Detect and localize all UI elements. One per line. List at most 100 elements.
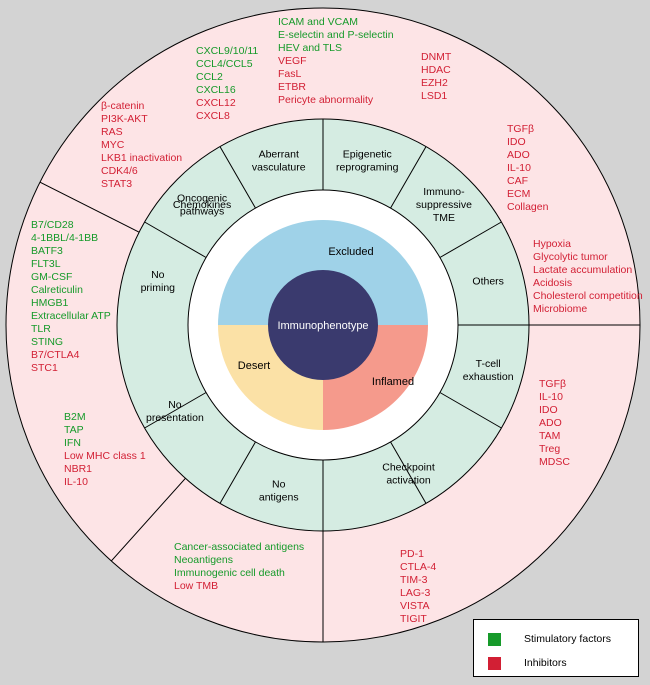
legend: Stimulatory factors Inhibitors [473,619,639,677]
factor-item: IL-10 [539,391,563,403]
segment-label-nopresentation: presentation [146,412,204,424]
label-desert: Desert [238,360,270,372]
segment-divider [439,221,502,258]
segment-label-chemokines: Chemokines [173,199,231,211]
factor-item: TGFβ [507,123,535,135]
label-inflamed: Inflamed [372,376,414,388]
factor-item: ADO [539,417,562,429]
factor-item: CXCL8 [196,110,230,122]
factor-item: CAF [507,175,528,187]
segment-label-checkpoint: activation [386,475,431,487]
segment-label-vasculature: Aberrant [259,148,299,160]
legend-label-inhibitors: Inhibitors [524,657,567,669]
factor-item: MYC [101,139,125,151]
factor-item: Glycolytic tumor [533,251,608,263]
factor-item: PD-1 [400,548,424,560]
segment-divider [219,146,256,209]
factor-item: Collagen [507,201,549,213]
segment-label-exhaustion: exhaustion [463,371,514,383]
segment-label-epigenetic: reprograming [336,161,399,173]
factor-item: CXCL9/10/11 [196,45,259,57]
factor-item: PI3K-AKT [101,113,148,125]
segment-divider [390,441,427,504]
center-circle [268,270,378,380]
factor-item: Calreticulin [31,284,83,296]
factor-item: Low TMB [174,580,219,592]
factor-item: Pericyte abnormality [278,94,374,106]
factor-item: TAM [539,430,561,442]
factor-item: Microbiome [533,303,588,315]
segment-label-exhaustion: T-cell [476,358,501,370]
factor-item: IFN [64,437,81,449]
factor-item: CXCL12 [196,97,236,109]
segment-label-vasculature: vasculature [252,161,306,173]
factor-item: HEV and TLS [278,42,343,54]
legend-label-stimulatory: Stimulatory factors [524,633,611,645]
factor-item: LKB1 inactivation [101,152,183,164]
factor-item: HDAC [421,64,451,76]
factor-item: Immunogenic cell death [174,567,285,579]
segment-label-nopriming: No [151,269,165,281]
legend-swatch-red [488,657,501,670]
factor-item: STC1 [31,362,58,374]
factor-item: CCL4/CCL5 [196,58,253,70]
factor-item: 4-1BBL/4-1BB [31,232,99,244]
factor-item: IL-10 [507,162,531,174]
outer-ring-border [5,7,641,643]
factor-item: Cancer-associated antigens [174,541,305,553]
factor-item: TIGIT [400,613,427,625]
factor-item: Lactate accumulation [533,264,633,276]
factor-item: Hypoxia [533,238,571,250]
segment-label-nopresentation: No [168,399,182,411]
segment-label-others: Others [472,276,504,288]
factor-item: B7/CD28 [31,219,74,231]
segment-label-tme: suppressive [416,199,472,211]
factor-item: B7/CTLA4 [31,349,80,361]
factor-item: CCL2 [196,71,223,83]
segment-label-epigenetic: Epigenetic [343,148,392,160]
factor-item: ICAM and VCAM [278,16,358,28]
factor-item: Extracellular ATP [31,310,111,322]
segment-divider [144,221,207,258]
factor-item: LSD1 [421,90,448,102]
factor-item: Neoantigens [174,554,233,566]
factor-item: TAP [64,424,84,436]
factor-item: IL-10 [64,476,88,488]
segment-label-tme: Immuno- [423,186,465,198]
center-label: Immunophenotype [277,320,368,332]
factor-item: NBR1 [64,463,93,475]
segment-label-checkpoint: Checkpoint [382,462,435,474]
factor-item: Low MHC class 1 [64,450,146,462]
segment-label-oncogenic: Oncogenic [177,193,227,205]
factor-item: RAS [101,126,123,138]
factor-item: VEGF [278,55,307,67]
factor-item: STAT3 [101,178,133,190]
factor-item: IDO [539,404,558,416]
factor-item: STING [31,336,64,348]
factor-item: TGFβ [539,378,567,390]
segment-divider [144,392,207,429]
factor-item: FLT3L [31,258,61,270]
segment-label-tme: TME [433,212,455,224]
factor-item: GM-CSF [31,271,73,283]
factor-item: TLR [31,323,51,335]
factor-item: ADO [507,149,530,161]
factor-item: Treg [539,443,561,455]
factor-item: LAG-3 [400,587,431,599]
factor-item: β-catenin [101,100,145,112]
factor-item: CTLA-4 [400,561,437,573]
factor-item: ETBR [278,81,307,93]
legend-swatch-green [488,633,501,646]
label-excluded: Excluded [328,246,373,258]
